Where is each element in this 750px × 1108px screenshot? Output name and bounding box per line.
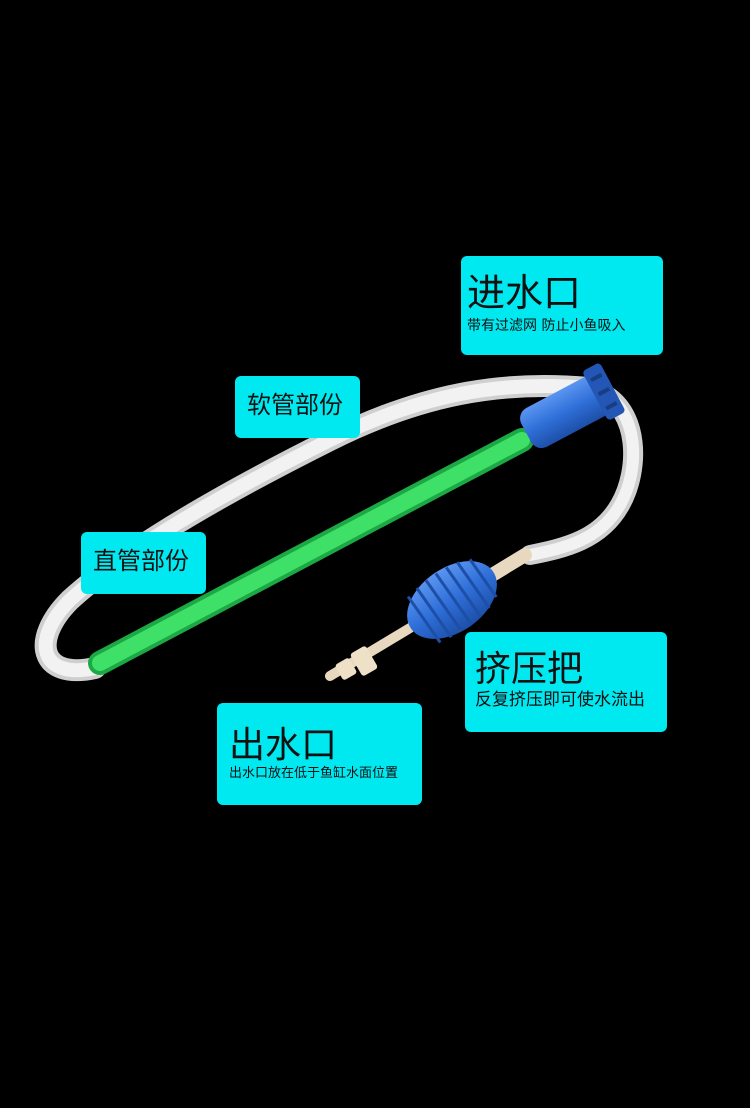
flexible-hose — [34, 374, 644, 682]
straight-tube-label: 直管部份 — [81, 532, 206, 594]
squeeze-bulb-label-subtitle: 反复挤压即可使水流出 — [475, 690, 645, 710]
outlet-label-subtitle: 出水口放在低于鱼缸水面位置 — [229, 766, 399, 781]
squeeze-bulb — [406, 558, 498, 644]
squeeze-bulb-label: 挤压把 反复挤压即可使水流出 — [465, 632, 667, 732]
hose-label: 软管部份 — [235, 376, 360, 438]
straight-tube — [88, 428, 534, 675]
inlet-cap — [520, 363, 625, 449]
inlet-label-subtitle: 带有过滤网 防止小鱼吸入 — [467, 318, 626, 334]
outlet-label-title: 出水口 — [229, 725, 338, 766]
inlet-label-title: 进水口 — [467, 271, 582, 315]
straight-tube-label-title: 直管部份 — [93, 547, 189, 575]
outlet-label: 出水口 出水口放在低于鱼缸水面位置 — [217, 703, 422, 805]
squeeze-bulb-label-title: 挤压把 — [475, 649, 584, 690]
inlet-label: 进水口 带有过滤网 防止小鱼吸入 — [461, 256, 663, 355]
hose-label-title: 软管部份 — [247, 391, 343, 419]
